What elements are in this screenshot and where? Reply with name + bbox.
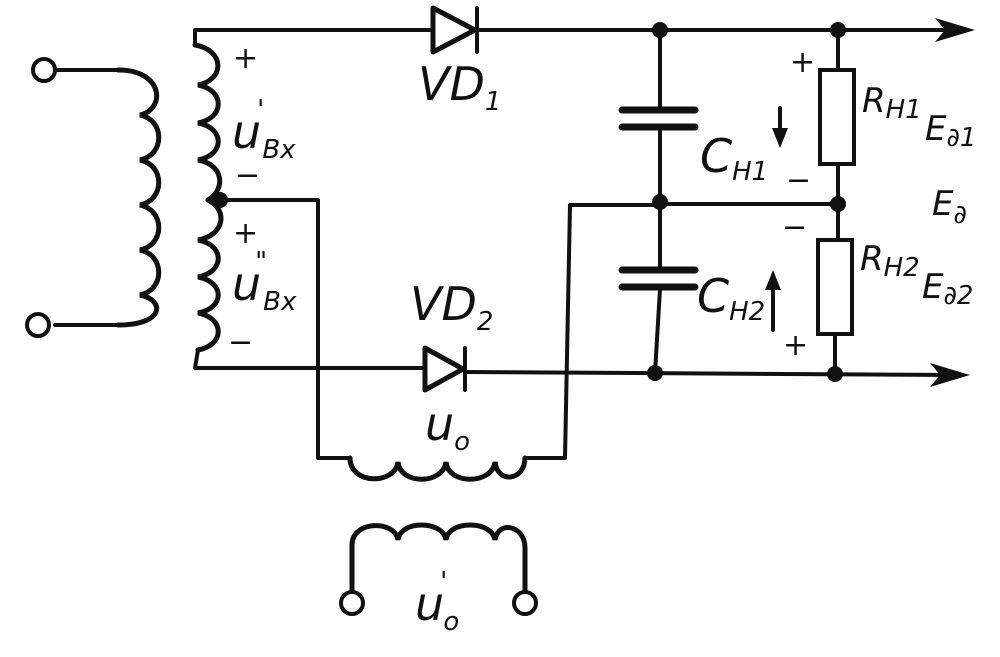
label-cn2: CH2 <box>697 269 765 327</box>
input-primary-winding <box>53 67 162 328</box>
diode-vd1 <box>430 5 479 55</box>
capacitor-cn1 <box>618 106 699 131</box>
sign-plus-uin1: + <box>233 41 258 76</box>
sign-plus-rn1: + <box>790 45 815 80</box>
secondary-winding-lower <box>193 197 224 370</box>
label-vd1: VD1 <box>418 57 501 117</box>
label-vd2: VD2 <box>410 277 493 337</box>
capacitor-cn2 <box>618 266 699 291</box>
label-uin2: u"Bx <box>232 247 297 317</box>
sign-minus-rn2: − <box>782 210 807 245</box>
arrow-up-ed2 <box>765 270 781 332</box>
sign-plus-uin2: + <box>233 216 258 251</box>
u0-winding <box>347 455 528 482</box>
node-res-top <box>830 22 846 38</box>
diode-vd2 <box>422 345 467 393</box>
u0-prime-winding <box>349 522 528 601</box>
output-arrow-top <box>935 18 975 42</box>
output-arrow-bottom <box>930 363 970 387</box>
wire-center-tap <box>218 198 352 460</box>
sign-plus-rn2: + <box>783 328 808 363</box>
arrow-down-ed1 <box>772 106 788 148</box>
node-res-bottom <box>827 366 843 382</box>
resistor-rn1 <box>818 68 856 166</box>
label-uin1: u'Bx <box>232 95 296 165</box>
label-ed2: E∂2 <box>922 267 973 311</box>
label-u0-prime: u'o <box>415 567 459 637</box>
u0-prime-terminal-right <box>512 590 538 616</box>
node-cap-top <box>652 22 668 38</box>
label-rn2: RH2 <box>860 239 920 283</box>
label-cn1: CH1 <box>700 129 768 187</box>
input-terminal-top <box>31 57 57 83</box>
wire-u0-right <box>523 203 662 460</box>
u0-prime-terminal-left <box>339 590 365 616</box>
label-ed1: E∂1 <box>925 109 976 153</box>
resistor-rn2 <box>816 238 854 336</box>
secondary-winding-upper <box>192 28 224 203</box>
wire-bottom-rail <box>463 370 957 377</box>
wire-cap-bottom <box>653 287 662 375</box>
label-rn1: RH1 <box>862 81 922 125</box>
label-ed: E∂ <box>932 184 967 230</box>
sign-minus-uin1: − <box>235 158 260 193</box>
label-u0: uo <box>425 397 470 457</box>
input-terminal-bottom <box>25 312 51 338</box>
node-cap-bottom <box>647 365 663 381</box>
sign-minus-rn1: − <box>786 163 811 198</box>
sign-minus-uin2: − <box>228 325 253 360</box>
node-res-mid <box>830 196 846 212</box>
